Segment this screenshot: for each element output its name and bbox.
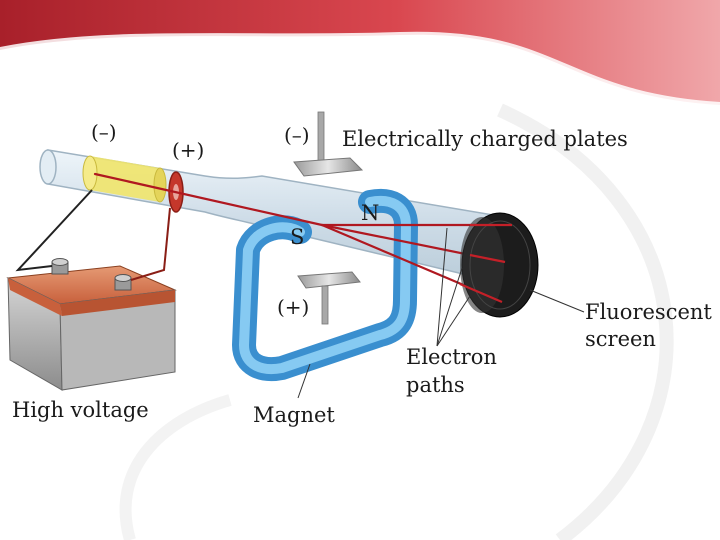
anode-sign-label: (+): [172, 138, 205, 162]
south-pole-label: S: [290, 225, 305, 249]
fluorescent-screen-label-line1: Fluorescent: [585, 300, 712, 324]
battery: [6, 258, 177, 391]
electron-paths-label-line2: paths: [406, 373, 465, 397]
bottom-plate-sign-label: (+): [277, 295, 310, 319]
bottom-charged-plate: [297, 271, 361, 325]
magnet-label: Magnet: [253, 403, 335, 427]
magnet: [232, 189, 418, 381]
top-charged-plate: [293, 111, 364, 177]
top-plate-sign-label: (–): [284, 123, 310, 147]
cathode-sign-label: (–): [91, 120, 117, 144]
cathode: [82, 155, 167, 203]
wires: [15, 189, 171, 281]
leader-lines: [297, 227, 585, 399]
header-banner: [0, 0, 720, 108]
north-pole-label: N: [361, 201, 380, 225]
high-voltage-label: High voltage: [12, 398, 149, 422]
charged-plates-label: Electrically charged plates: [342, 127, 628, 151]
fluorescent-screen-label-line2: screen: [585, 327, 656, 351]
electron-paths-label-line1: Electron: [406, 345, 497, 369]
